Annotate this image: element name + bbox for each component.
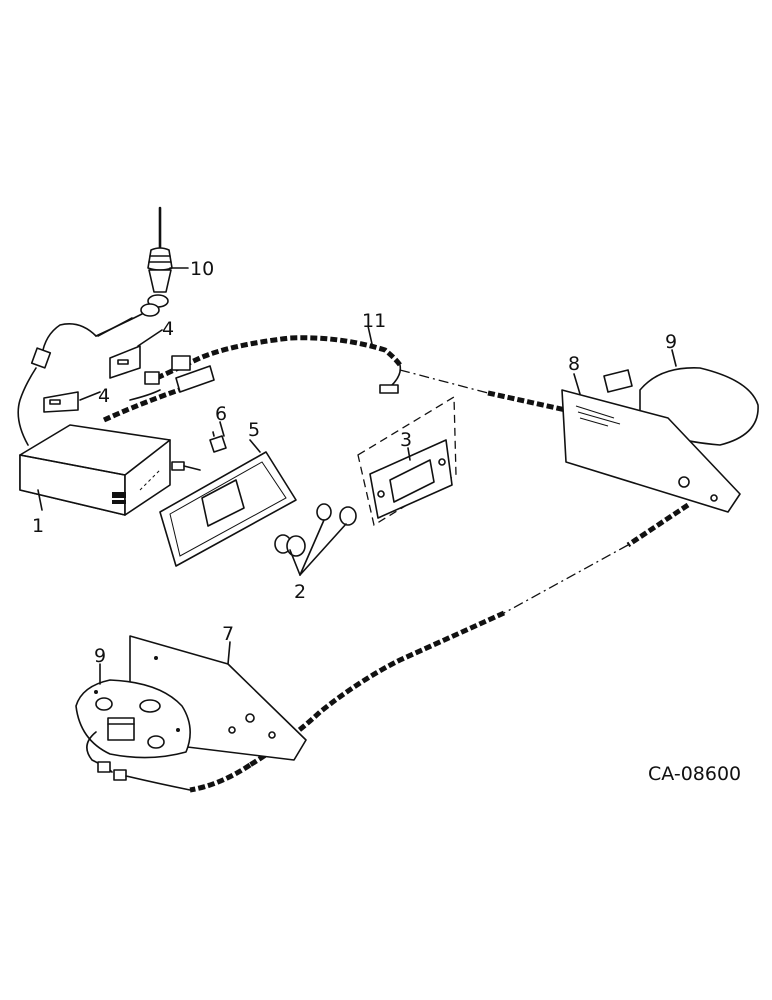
radio-unit bbox=[19, 424, 201, 516]
harness-right-cable bbox=[487, 390, 567, 413]
faceplate bbox=[357, 395, 457, 527]
antenna-lead bbox=[17, 317, 133, 446]
callout-4-upper: 4 bbox=[162, 318, 174, 340]
bracket-lower bbox=[43, 391, 79, 413]
callout-7: 7 bbox=[222, 623, 234, 645]
callout-5: 5 bbox=[248, 419, 260, 441]
callout-2: 2 bbox=[294, 581, 306, 603]
drawing-code: CA-08600 bbox=[648, 763, 741, 785]
callout-1: 1 bbox=[32, 515, 44, 537]
callout-9-left: 9 bbox=[94, 645, 106, 667]
crossover-cable-bottom bbox=[189, 762, 252, 793]
callout-10: 10 bbox=[190, 258, 214, 280]
trim-bezel bbox=[159, 451, 297, 567]
callout-11: 11 bbox=[362, 310, 386, 332]
antenna bbox=[95, 206, 173, 337]
radio-connector bbox=[171, 461, 201, 471]
callout-8: 8 bbox=[568, 353, 580, 375]
leader-lines bbox=[37, 267, 677, 685]
crossover-cable-top bbox=[626, 502, 690, 548]
radio-knob bbox=[112, 492, 126, 504]
harness-route-center bbox=[503, 544, 629, 614]
wiring-harness bbox=[102, 335, 403, 423]
callout-6: 6 bbox=[215, 403, 227, 425]
control-knob bbox=[209, 431, 227, 453]
crossover-cable-mid bbox=[248, 610, 506, 768]
harness-route-right bbox=[399, 369, 489, 394]
callouts: 10 4 4 11 8 9 6 5 3 1 2 7 9 bbox=[32, 258, 677, 667]
bracket-upper bbox=[109, 345, 141, 379]
knob-set bbox=[274, 503, 357, 576]
callout-9-right: 9 bbox=[665, 331, 677, 353]
speaker-panel-right bbox=[561, 389, 741, 513]
callout-4-lower: 4 bbox=[98, 385, 110, 407]
speaker-left bbox=[75, 679, 191, 791]
callout-3: 3 bbox=[400, 429, 412, 451]
